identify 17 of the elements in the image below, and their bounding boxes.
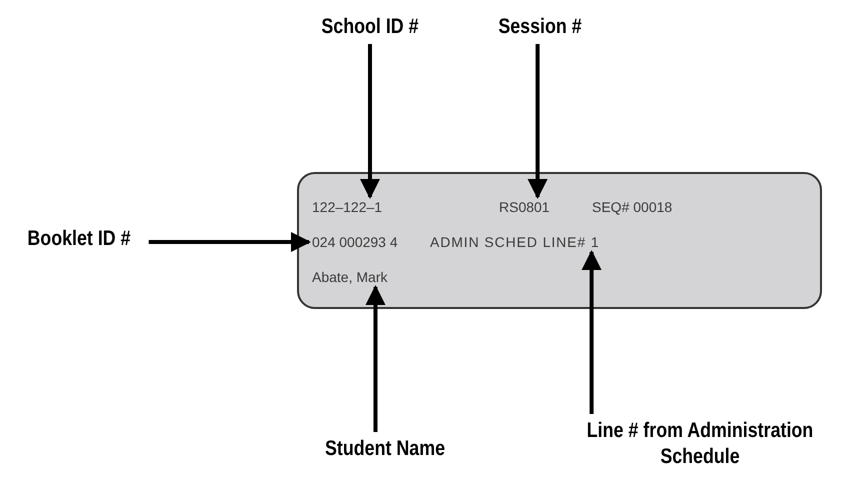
label-field-text: SEQ# 00018 bbox=[592, 199, 672, 215]
label-field-text: 122–122–1 bbox=[312, 199, 382, 215]
label-field-text: RS0801 bbox=[499, 199, 550, 215]
arrow bbox=[528, 44, 548, 199]
callout-label: Session # bbox=[472, 14, 608, 40]
label-field-text: ADMIN SCHED LINE# 1 bbox=[430, 234, 600, 250]
callout-label: Student Name bbox=[312, 436, 458, 462]
arrow bbox=[148, 232, 311, 252]
callout-label: School ID # bbox=[302, 14, 438, 40]
arrow bbox=[582, 250, 602, 414]
arrow bbox=[360, 44, 380, 199]
label-field-text: Abate, Mark bbox=[312, 269, 388, 285]
id-label-card bbox=[297, 172, 822, 309]
label-field-text: 024 000293 4 bbox=[312, 234, 398, 250]
callout-label: Booklet ID # bbox=[15, 226, 143, 252]
arrow bbox=[365, 285, 386, 432]
callout-label: Line # from Administration Schedule bbox=[581, 418, 819, 470]
